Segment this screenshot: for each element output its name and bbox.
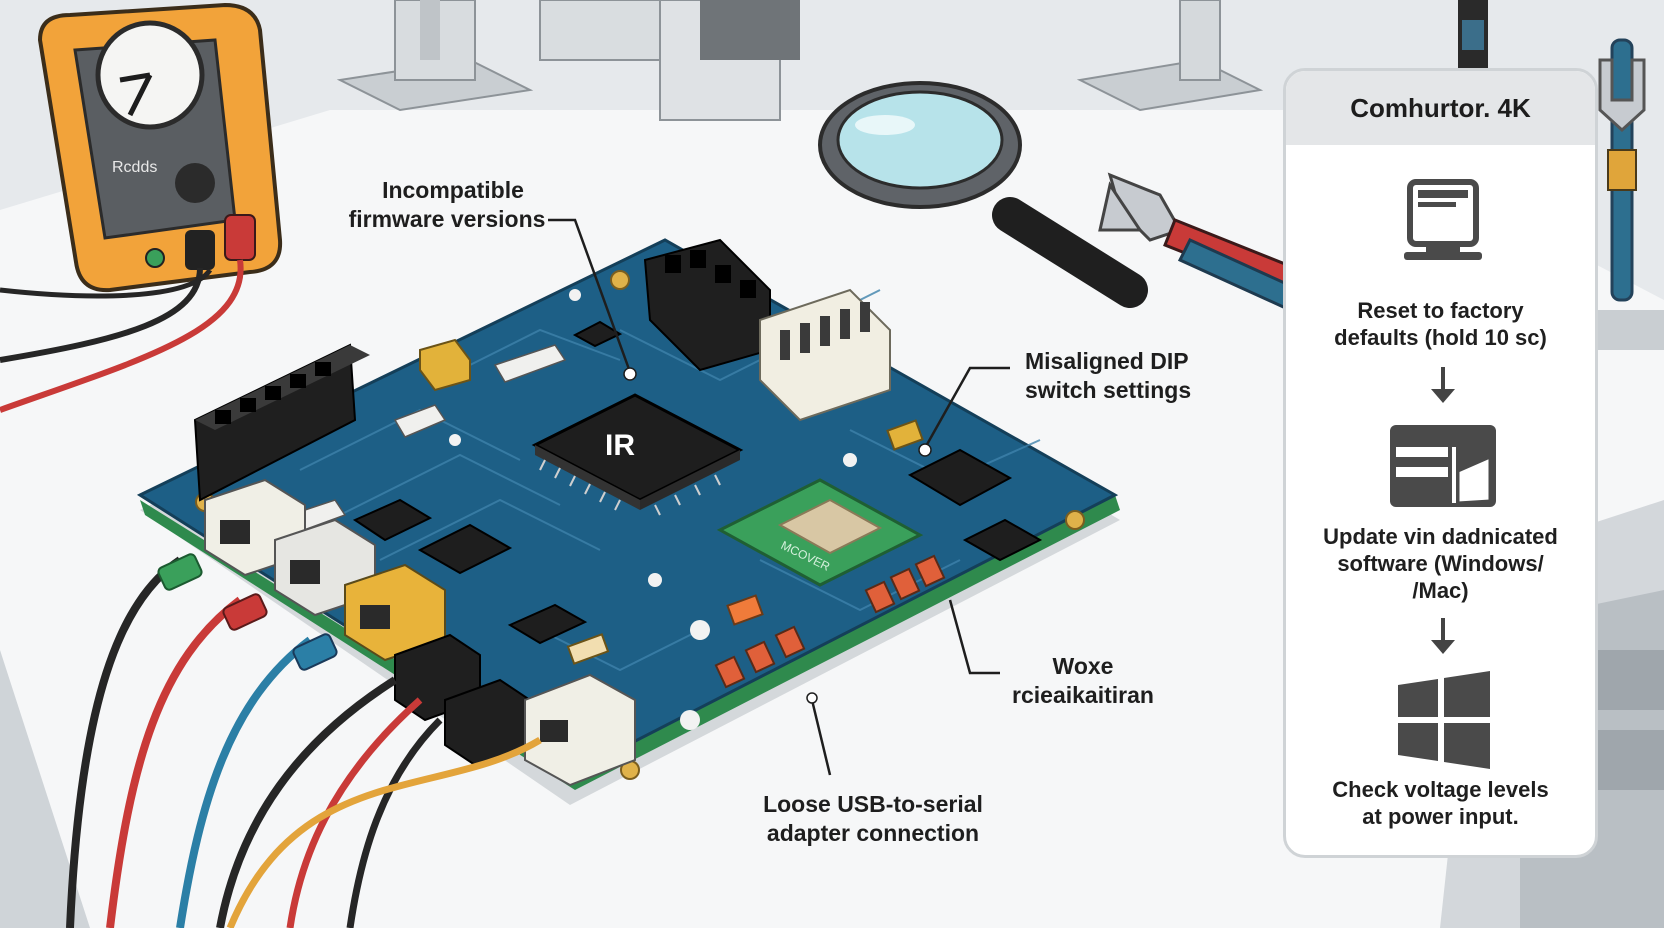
software-update-icon bbox=[1390, 425, 1496, 507]
step-3-line1: Check voltage levels bbox=[1332, 777, 1549, 802]
label-woxe: Woxe rcieaikaitiran bbox=[988, 652, 1178, 710]
equipment-stand-right bbox=[1076, 0, 1264, 112]
label-usb: Loose USB-to-serial adapter connection bbox=[748, 790, 998, 848]
equipment-stand-left bbox=[336, 0, 534, 112]
windows-logo-icon bbox=[1398, 671, 1490, 769]
multimeter-icon: Rcdds bbox=[37, 2, 283, 293]
label-dip-line1: Misaligned DIP bbox=[1025, 348, 1189, 374]
step-1-text: Reset to factory defaults (hold 10 sc) bbox=[1286, 297, 1595, 351]
laptop-icon bbox=[1404, 179, 1482, 260]
chip-label: IR bbox=[605, 429, 635, 462]
step-2-line3: /Mac) bbox=[1412, 578, 1469, 603]
main-chip: IR bbox=[531, 393, 744, 516]
callout-line-usb bbox=[810, 699, 832, 776]
pin-header-top bbox=[643, 238, 771, 372]
magnifying-glass-icon bbox=[818, 81, 1148, 308]
label-dip: Misaligned DIP switch settings bbox=[1025, 347, 1191, 405]
callout-line-firmware bbox=[548, 218, 632, 373]
label-usb-line2: adapter connection bbox=[766, 820, 980, 846]
step-1-line1: Reset to factory bbox=[1357, 298, 1524, 323]
label-firmware-line1: Incompatible bbox=[382, 177, 524, 203]
screwdriver-icon bbox=[1458, 0, 1488, 80]
usb-port bbox=[524, 673, 636, 787]
label-dip-line2: switch settings bbox=[1025, 377, 1192, 403]
step-3-line2: at power input. bbox=[1362, 804, 1519, 829]
meter-brand-text: Rcdds bbox=[112, 159, 157, 176]
arrow-down-icon bbox=[1431, 367, 1455, 403]
callout-line-dip bbox=[923, 366, 1010, 449]
panel-title: Comhurtor. 4K bbox=[1286, 71, 1595, 145]
label-woxe-line1: Woxe bbox=[1052, 653, 1114, 679]
connector-3 bbox=[344, 563, 446, 662]
step-1-line2: defaults (hold 10 sc) bbox=[1334, 325, 1547, 350]
pin-header-left bbox=[193, 343, 370, 502]
callout-line-woxe bbox=[948, 599, 1000, 675]
label-usb-line1: Loose USB-to-serial bbox=[763, 791, 983, 817]
step-2-text: Update vin dadnicated software (Windows/… bbox=[1286, 523, 1595, 604]
troubleshooting-panel: Comhurtor. 4K Reset to factory defaults … bbox=[1283, 68, 1598, 858]
wifi-module: MCOVER bbox=[716, 478, 924, 587]
wrench-icon bbox=[1590, 38, 1664, 350]
label-firmware-line2: firmware versions bbox=[348, 206, 546, 232]
step-2-line1: Update vin dadnicated bbox=[1323, 524, 1558, 549]
pliers-icon bbox=[1098, 172, 1303, 312]
step-3-text: Check voltage levels at power input. bbox=[1286, 776, 1595, 830]
equipment-cabinet bbox=[539, 0, 800, 121]
white-connector bbox=[759, 288, 891, 422]
label-woxe-line2: rcieaikaitiran bbox=[1012, 682, 1154, 708]
step-2-line2: software (Windows/ bbox=[1337, 551, 1544, 576]
label-firmware: Incompatible firmware versions bbox=[338, 176, 568, 234]
arrow-down-icon-2 bbox=[1431, 618, 1455, 654]
